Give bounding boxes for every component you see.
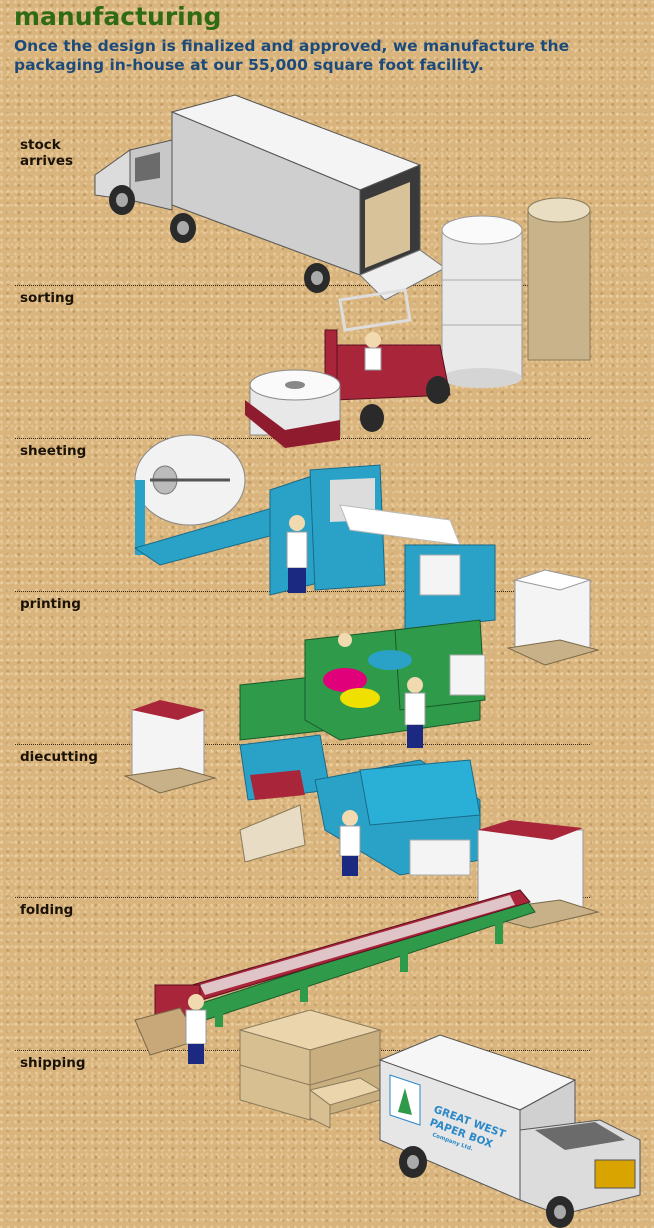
stage-label-diecutting: diecutting: [20, 749, 98, 765]
sheeter-machine-illustration: [133, 434, 600, 666]
stage-label-sorting: sorting: [20, 290, 75, 306]
diecutter-illustration: [239, 734, 600, 929]
stage-label-folding: folding: [20, 902, 74, 918]
stage-divider: [15, 897, 590, 898]
stage-divider: [15, 285, 590, 286]
folder-gluer-illustration: [134, 889, 536, 1064]
delivery-truck-illustration: [94, 94, 446, 301]
stage-label-shipping: shipping: [20, 1055, 86, 1071]
paper-roll-stack-illustration: [441, 197, 591, 388]
forklift-illustration: [245, 288, 451, 448]
delivery-van-illustration: GREAT WEST PAPER BOX Company Ltd.: [378, 1034, 641, 1228]
stage-label-stock-arrives: stock arrives: [20, 137, 74, 169]
shipping-boxes-illustration: [238, 1009, 382, 1129]
stage-label-sheeting: sheeting: [20, 443, 87, 459]
page-subtitle: Once the design is finalized and approve…: [14, 37, 570, 74]
stage-label-printing: printing: [20, 596, 81, 612]
printing-press-illustration: [123, 619, 486, 794]
page-title: manufacturing: [14, 2, 222, 31]
